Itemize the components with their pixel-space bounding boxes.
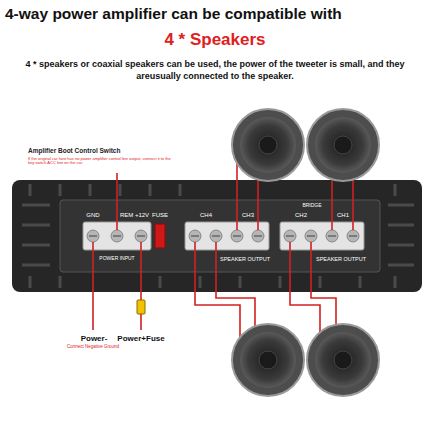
group-label: SPEAKER OUTPUT [316, 256, 368, 262]
channel-name: CH3 [240, 212, 256, 219]
terminal-name: GND [85, 212, 101, 219]
channel-name: CH1 [335, 212, 351, 219]
wire-note: Connect Negative Ground [62, 345, 124, 350]
group-label: POWER INPUT [97, 256, 137, 262]
speaker-symbols [232, 109, 379, 396]
terminal-blocks [83, 222, 364, 250]
highlight-heading: 4 * Speakers [0, 30, 430, 50]
page-title: 4-way power amplifier can be compatible … [5, 5, 425, 23]
inline-fuse [137, 300, 145, 314]
terminal-name: REM [120, 212, 134, 219]
channel-name: CH2 [293, 212, 309, 219]
power-wires [93, 173, 141, 330]
group-label: SPEAKER OUTPUT [220, 256, 272, 262]
switch-note: If the original car host has no power am… [28, 157, 178, 166]
heatsink-fins [22, 184, 414, 288]
channel-name: CH4 [198, 212, 214, 219]
terminal-name: +12V [134, 212, 150, 219]
speaker-wires [195, 160, 353, 350]
wire-label: Power+Fuse [110, 334, 172, 343]
switch-label: Amplifier Boot Control Switch [28, 147, 178, 154]
terminal-name: FUSE [151, 212, 169, 219]
wire-label: Power- [70, 334, 118, 343]
channel-name: BRIDGE [297, 203, 327, 209]
amplifier-body [12, 180, 422, 292]
description-note: 4 * speakers or coaxial speakers can be … [20, 58, 410, 82]
